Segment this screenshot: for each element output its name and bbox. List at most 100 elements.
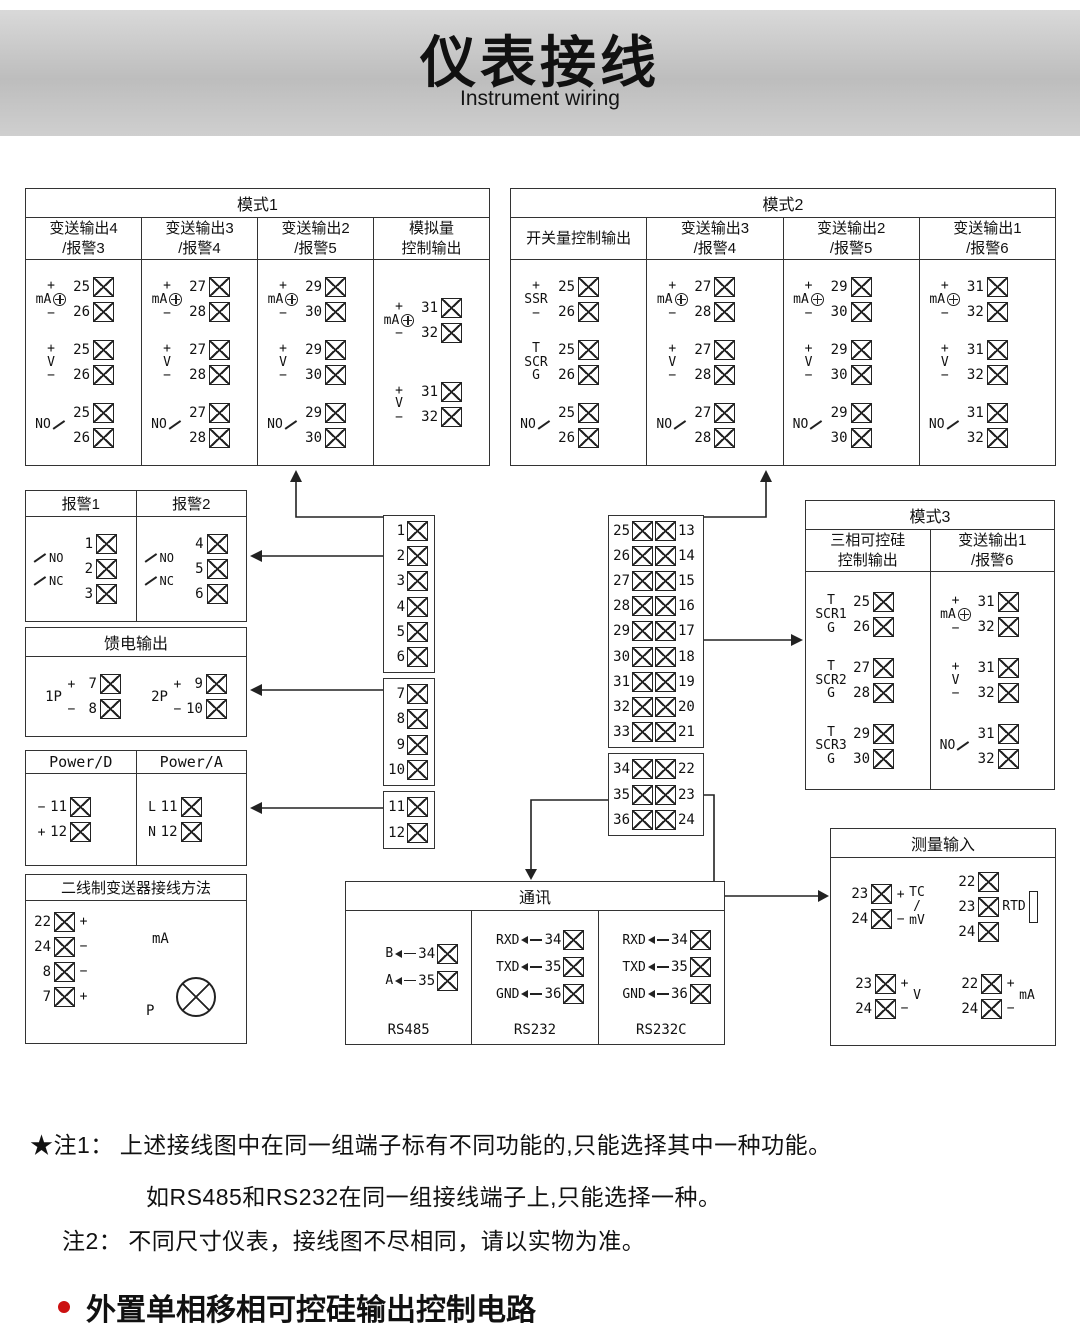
polarity-label: G xyxy=(827,686,835,702)
terminal-number: 22 xyxy=(958,873,976,890)
terminal-number: 31 xyxy=(421,300,438,317)
terminal-number: 29 xyxy=(613,623,630,640)
terminal-number: 36 xyxy=(613,812,630,828)
polarity-label: − xyxy=(668,305,677,321)
current-source-icon xyxy=(947,293,961,307)
terminal-screw-icon xyxy=(206,584,228,604)
terminal-screw-icon xyxy=(850,277,872,298)
twowire-title: 二线制变送器接线方法 xyxy=(26,875,246,901)
terminal-number: 35 xyxy=(544,959,562,975)
polarity-label: + xyxy=(173,676,182,692)
terminal-screw-icon xyxy=(850,402,872,423)
terminal-number: 30 xyxy=(830,304,848,321)
terminal-row: 32 xyxy=(978,746,1019,771)
polarity-label: T xyxy=(827,724,835,740)
arrow-left-icon xyxy=(521,963,529,971)
measure-group: 22+24−mA xyxy=(943,952,1053,1042)
polarity-label: − xyxy=(940,368,949,384)
polarity-label: − xyxy=(279,305,287,321)
terminal-screw-icon xyxy=(437,943,459,964)
terminal-number: 26 xyxy=(73,367,90,383)
terminal-screw-icon xyxy=(205,699,227,719)
terminal-screw-icon xyxy=(99,674,121,694)
polarity-label: + xyxy=(395,382,403,398)
signal-label: +mA− xyxy=(789,279,829,320)
terminal-number: 27 xyxy=(694,342,712,358)
terminal-screw-icon xyxy=(689,957,711,977)
polarity-label: + xyxy=(67,676,76,692)
measure-group: 23+24−V xyxy=(833,952,943,1042)
signal-type-label: V xyxy=(163,354,171,370)
polarity-label: + xyxy=(79,989,88,1004)
column-header-line: /报警6 xyxy=(970,551,1014,569)
terminal-row: 24− xyxy=(855,996,910,1021)
terminal-screw-icon xyxy=(180,797,202,817)
terminal-screw-icon xyxy=(655,621,676,642)
polarity-label: − xyxy=(163,368,171,384)
switch-icon xyxy=(169,419,183,432)
terminal-screw-icon xyxy=(997,723,1019,744)
terminal-screw-icon xyxy=(655,571,676,592)
terminal-number: 28 xyxy=(189,304,206,321)
terminal-row: 31 xyxy=(967,400,1008,425)
terminal-row: 5 xyxy=(187,557,228,582)
input-type-label: mA xyxy=(1019,988,1035,1004)
polarity-label: + xyxy=(1006,976,1015,992)
signal-type-label: V xyxy=(395,396,403,412)
terminal-number: 29 xyxy=(830,342,848,358)
terminal-number: 26 xyxy=(558,304,575,321)
polarity-label: T xyxy=(827,593,835,609)
current-source-icon xyxy=(401,314,415,328)
terminal-row: 27 xyxy=(189,275,230,300)
terminal-number: 24 xyxy=(855,1000,873,1017)
terminal-row: −10 xyxy=(172,697,227,722)
terminal-screw-icon xyxy=(578,277,599,298)
column-header: 模拟量控制输出 xyxy=(374,218,489,260)
current-source-icon xyxy=(285,293,299,307)
signal-label: NO xyxy=(936,739,976,753)
polarity-label: + xyxy=(279,341,287,357)
polarity-label: + xyxy=(804,341,813,357)
signal-label: NO xyxy=(925,418,965,432)
terminal-number: 24 xyxy=(851,911,869,928)
signal-label: +V− xyxy=(789,342,829,383)
terminal-screw-icon xyxy=(981,973,1003,994)
phase-label: 1P xyxy=(45,688,62,705)
polarity-label: + xyxy=(668,341,677,357)
terminal-row: 24− xyxy=(851,907,906,932)
terminal-screw-icon xyxy=(632,520,653,541)
terminal-number: 29 xyxy=(305,279,322,296)
terminal-screw-icon xyxy=(578,340,599,360)
terminal-row: 2 xyxy=(387,544,431,569)
column-header: 变送输出2/报警5 xyxy=(783,218,919,260)
terminal-row: 28 xyxy=(694,425,736,450)
input-type-label: V xyxy=(913,988,921,1004)
signal-label: +mA− xyxy=(263,279,303,320)
polarity-label: + xyxy=(163,341,171,357)
arrow-left-icon xyxy=(647,963,655,971)
terminal-screw-icon xyxy=(407,621,428,642)
polarity-label: + xyxy=(804,278,813,294)
signal-label: NO xyxy=(147,418,187,432)
terminal-row: 25 xyxy=(73,275,114,300)
signal-type-label: mA xyxy=(656,291,673,307)
terminal-number: 34 xyxy=(670,932,688,948)
polarity-label: G xyxy=(532,368,540,384)
terminal-screw-icon xyxy=(578,302,599,323)
signal-label: +V− xyxy=(379,384,419,425)
terminal-number: 25 xyxy=(613,522,630,539)
terminal-row: 24− xyxy=(34,934,246,959)
